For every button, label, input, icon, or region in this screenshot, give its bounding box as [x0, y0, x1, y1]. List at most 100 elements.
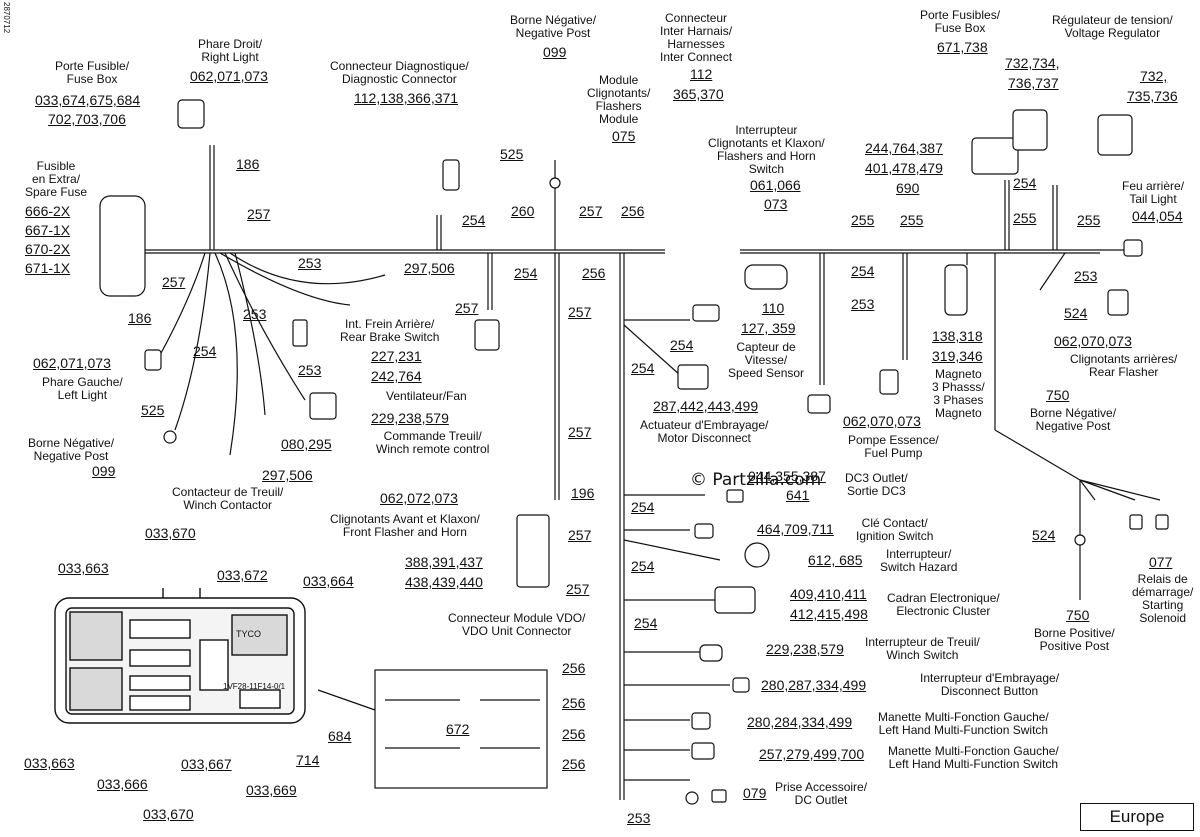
segment-257-a: 257 [247, 206, 271, 222]
positive-post-right [1074, 534, 1086, 546]
segment-255-c: 255 [1013, 210, 1037, 226]
fusebox-partno: 1VF28-11F14-0/1 [223, 682, 286, 691]
magneto-partnums-2: 319,346 [932, 348, 983, 364]
segment-254-c: 254 [514, 265, 538, 281]
segment-256-c: 256 [562, 660, 586, 676]
winch-remote-partnums: 229,238,579 [371, 410, 449, 426]
segment-253-d: 253 [298, 362, 322, 378]
segment-257-d: 257 [455, 300, 479, 316]
fuse-box-label: Porte Fusible/Fuse Box [55, 59, 130, 86]
winch-remote-label: Commande Treuil/Winch remote control [376, 429, 490, 456]
dc-outlet-label: Prise Accessoire/DC Outlet [775, 780, 868, 807]
segment-257-b: 257 [579, 203, 603, 219]
fan-label: Ventilateur/Fan [386, 389, 467, 403]
cluster-label: Cadran Electronique/Electronic Cluster [887, 591, 1000, 618]
hazard-label: Interrupteur/Switch Hazard [880, 547, 958, 574]
fusebox-partnum-667: 033,667 [181, 756, 232, 772]
left-light-label: Phare Gauche/Left Light [42, 375, 123, 402]
segment-524-b: 524 [1032, 527, 1056, 543]
cluster-partnums-2: 412,415,498 [790, 606, 868, 622]
fuse-box-top [99, 195, 146, 297]
segment-186-left: 186 [128, 310, 152, 326]
negative-post-top-label: Borne Négative/Negative Post [510, 13, 597, 40]
vdo-partnums-2: 438,439,440 [405, 574, 483, 590]
segment-254-a: 254 [462, 212, 486, 228]
segment-254-e: 254 [193, 343, 217, 359]
dc-outlet-partnum: 079 [743, 785, 767, 801]
flasher-module [692, 304, 720, 322]
segment-253-c: 253 [243, 306, 267, 322]
fuse-box-partnums-2: 702,703,706 [48, 111, 126, 127]
tail-light-connector [1123, 239, 1143, 257]
hazard-switch [744, 542, 770, 568]
diag-connector-partnums: 112,138,366,371 [354, 90, 459, 106]
clutch-actuator-label: Actuateur d'Embrayage/Motor Disconnect [640, 418, 769, 445]
segment-257-g: 257 [568, 527, 592, 543]
segment-750-a: 750 [1046, 387, 1070, 403]
fusebox-partnum-670-bottom: 033,670 [143, 806, 194, 822]
fusebox-brand: TYCO [236, 629, 262, 639]
winch-switch [699, 644, 723, 662]
spare-fuse-2: 667-1X [25, 222, 71, 238]
rear-brake-partnums-2: 242,764 [371, 368, 422, 384]
lh-multi-1-label: Manette Multi-Fonction Gauche/Left Hand … [878, 710, 1049, 737]
region-tag: Europe [1080, 803, 1194, 831]
ignition-partnums: 464,709,711 [757, 521, 834, 537]
regulator-partnums-2a: 732, [1140, 68, 1168, 84]
segment-254-j: 254 [634, 615, 658, 631]
segment-196: 196 [571, 485, 595, 501]
hazard-partnums: 612, 685 [808, 552, 863, 568]
segment-256-a: 256 [621, 203, 645, 219]
fuel-pump-label: Pompe Essence/Fuel Pump [848, 433, 939, 460]
negative-post-top [549, 177, 561, 189]
segment-255-d: 255 [1077, 212, 1101, 228]
segment-253-a: 253 [298, 255, 322, 271]
segment-525-left: 525 [141, 402, 165, 418]
tail-light-partnums: 044,054 [1132, 208, 1183, 224]
segment-256-f: 256 [562, 756, 586, 772]
segment-254-d: 254 [851, 263, 875, 279]
regulator-2 [1097, 114, 1133, 156]
vdo-connector [516, 514, 550, 588]
spare-fuse-1: 666-2X [25, 203, 71, 219]
fusebox-partnum-664: 033,664 [303, 573, 354, 589]
segment-525-top: 525 [500, 146, 524, 162]
regulator-partnums-1b: 736,737 [1008, 75, 1059, 91]
ignition-label: Clé Contact/Ignition Switch [856, 516, 934, 543]
diagnostic-connector [442, 159, 460, 191]
fusebox-partnum-663-top: 033,663 [58, 560, 109, 576]
disconnect-partnums: 280,287,334,499 [761, 677, 867, 693]
front-flasher-partnums: 062,072,073 [380, 490, 458, 506]
vdo-connector-label: Connecteur Module VDO/VDO Unit Connector [448, 611, 586, 638]
segment-257-f: 257 [568, 424, 592, 440]
winch-switch-label: Interrupteur de Treuil/Winch Switch [865, 635, 980, 662]
clutch-actuator-partnums: 287,442,443,499 [653, 398, 759, 414]
dc-outlet [685, 791, 699, 805]
spare-fuse-4: 671-1X [25, 260, 71, 276]
left-light-connector [144, 349, 162, 371]
rear-brake-switch-label: Int. Frein Arrière/Rear Brake Switch [340, 317, 440, 344]
segment-254-i: 254 [631, 558, 655, 574]
rear-flasher-label: Clignotants arrières/Rear Flasher [1070, 352, 1178, 379]
front-flasher-connector [474, 319, 500, 351]
flasher-module-partnum: 075 [612, 128, 636, 144]
lh-multi-2-partnums: 257,279,499,700 [759, 746, 865, 762]
speed-sensor [744, 264, 788, 290]
dc3-partnum-641: 641 [786, 487, 810, 503]
fuse-box-right [971, 137, 1019, 175]
watermark: © Partzilla.com [690, 470, 822, 490]
fuse-box-right-partnums: 671,738 [937, 39, 988, 55]
flasher-switch-partnum-1: 061,066 [750, 177, 801, 193]
right-light-connector [177, 99, 205, 129]
negative-post-left-partnum: 099 [92, 463, 116, 479]
disconnect-label: Interrupteur d'Embrayage/Disconnect Butt… [920, 671, 1060, 698]
brake-switch [292, 319, 308, 347]
partnums-401: 401,478,479 [865, 160, 943, 176]
fuse-box-right-label: Porte Fusibles/Fuse Box [920, 8, 1001, 35]
dc3-outlet [726, 489, 744, 503]
inter-connect-partnum-2: 365,370 [673, 86, 724, 102]
diode-detail-inset [317, 669, 548, 789]
